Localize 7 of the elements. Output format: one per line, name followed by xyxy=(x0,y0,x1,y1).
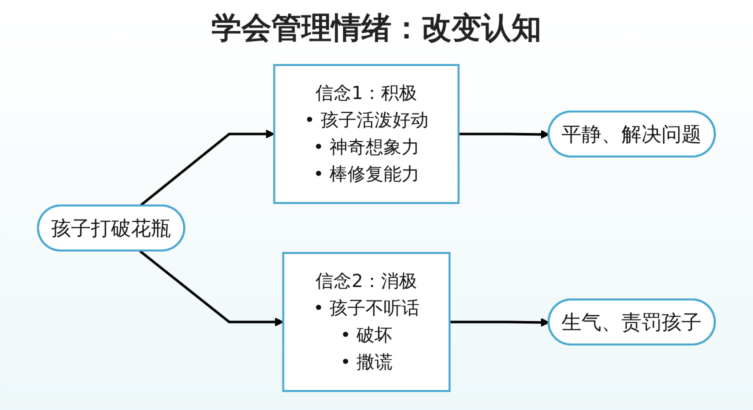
node-box: 信念2：消极 • 孩子不听话 • 破坏 • 撒谎 xyxy=(282,252,451,392)
diagram-title: 学会管理情绪：改变认知 xyxy=(210,10,542,48)
arrow xyxy=(458,130,550,139)
arrow xyxy=(139,250,284,326)
arrow xyxy=(139,130,275,207)
node-box: 信念1：积极 • 孩子活泼好动 • 神奇想象力 • 棒修复能力 xyxy=(273,64,460,204)
arrow xyxy=(450,318,550,327)
